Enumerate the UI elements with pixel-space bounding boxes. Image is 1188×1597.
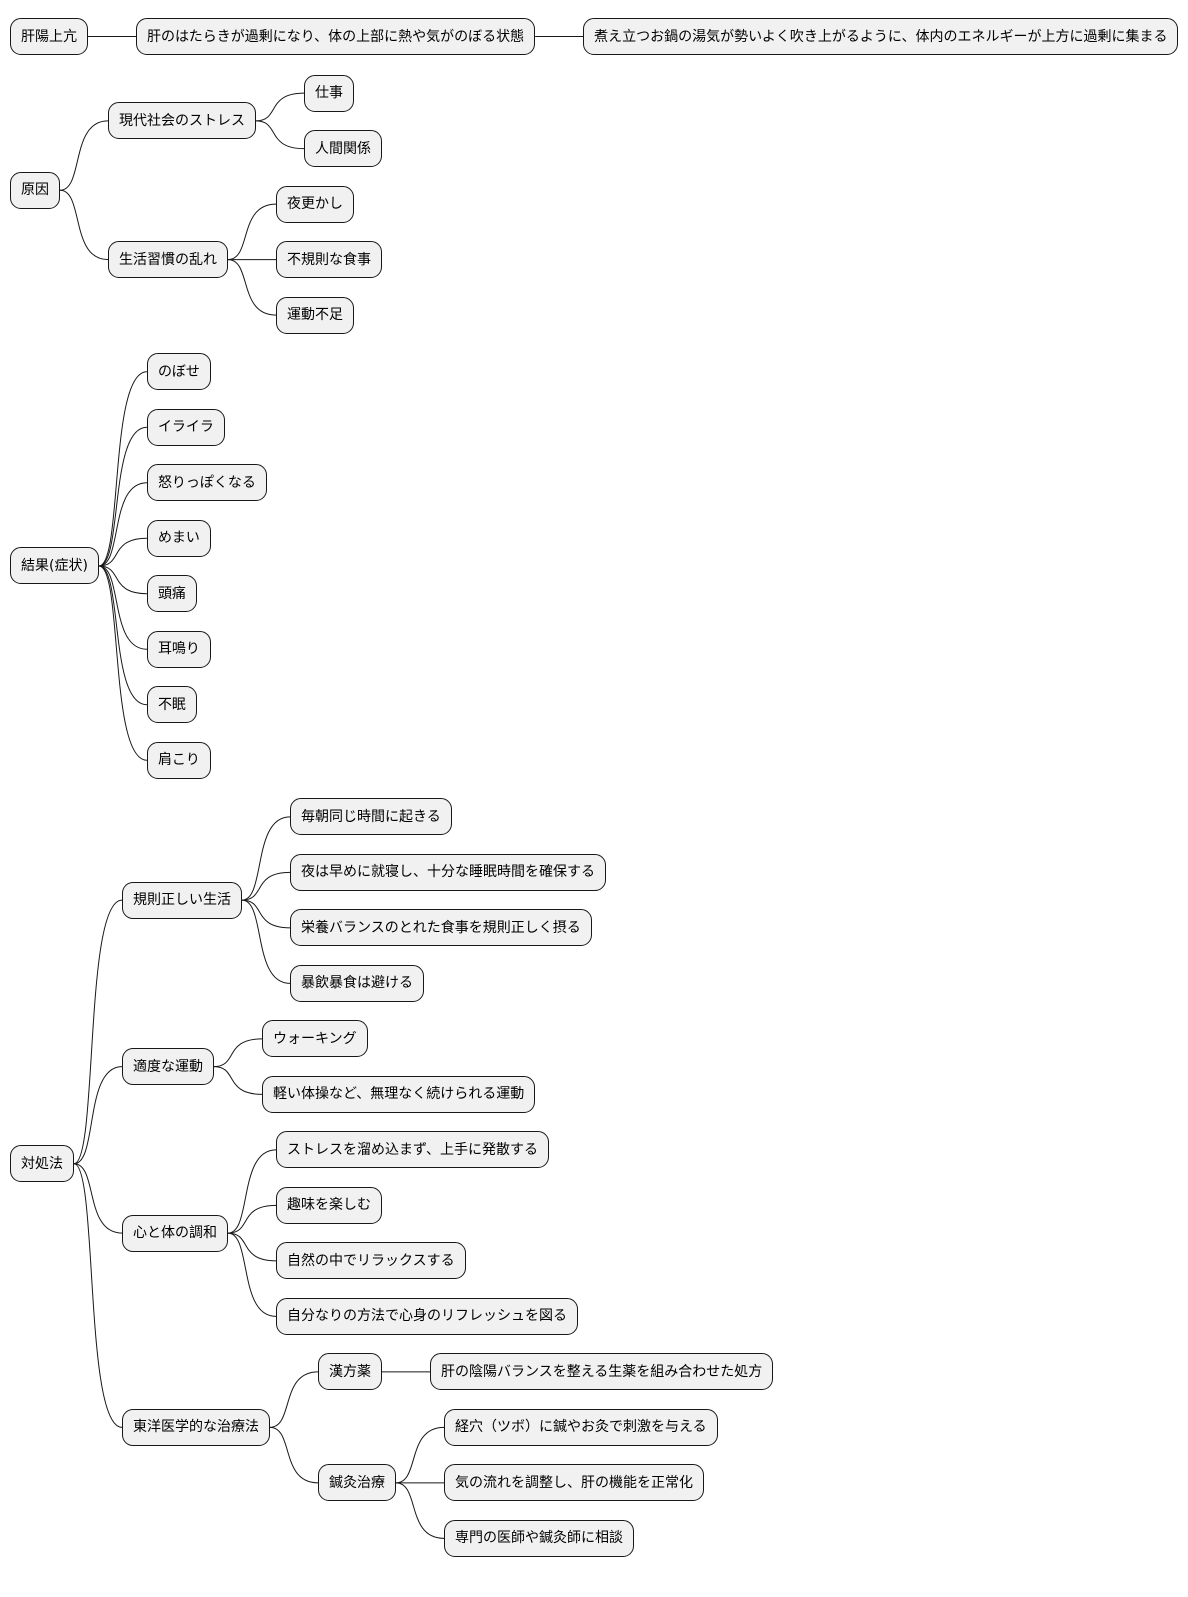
connector-line [241,899,291,984]
mindmap-node: のぼせ [146,353,211,391]
connector-line [98,537,147,567]
connector-line [241,899,291,929]
mindmap-node: ストレスを溜め込まず、上手に発散する [276,1131,550,1169]
mindmap-node: 肝の陰陽バランスを整える生薬を組み合わせた処方 [430,1353,774,1391]
mindmap-node: 仕事 [304,74,354,112]
mindmap-node: 夜は早めに就寝し、十分な睡眠時間を確保する [290,853,606,891]
connector-line [255,120,305,150]
connector-line [227,203,277,261]
mindmap-node: 鍼灸治療 [318,1464,396,1502]
connector-line [395,1482,445,1539]
mindmap-node: 東洋医学的な治療法 [122,1408,270,1446]
connector-line [227,1149,277,1234]
mindmap-node: 生活習慣の乱れ [108,241,228,279]
connector-line [59,189,109,261]
mindmap-node: 肝のはたらきが過剰になり、体の上部に熱や気がのぼる状態 [136,18,536,55]
mindmap-node: 心と体の調和 [122,1214,228,1252]
connector-line [98,426,147,567]
mindmap-node: 煮え立つお鍋の湯気が勢いよく吹き上がるように、体内のエネルギーが上方に過剰に集ま… [583,18,1179,55]
connector-line [255,92,305,122]
mindmap-node: 栄養バランスのとれた食事を規則正しく摂る [290,909,592,947]
connector-line [227,1204,277,1234]
mindmap-node: 自分なりの方法で心身のリフレッシュを図る [276,1297,578,1335]
mindmap-node: 毎朝同じ時間に起きる [290,798,452,836]
connector-line [269,1426,319,1484]
connector-line [395,1426,445,1484]
connector-line [227,1232,277,1262]
mindmap-node: 頭痛 [146,575,197,613]
mindmap-root-node: 原因 [10,171,60,209]
mindmap-node: 肩こり [146,741,211,779]
connector-line [98,565,147,650]
connector-line [269,1371,319,1428]
mindmap-node: 耳鳴り [146,630,211,668]
mindmap-node: イライラ [146,408,225,446]
connector-line [59,120,109,191]
mindmap-root-node: 結果(症状) [10,547,99,585]
mindmap-node: めまい [146,519,211,557]
mindmap-node: 不眠 [146,686,197,724]
mindmap-node: 運動不足 [276,296,354,334]
connector-line [227,1232,277,1317]
mindmap-node: 専門の医師や鍼灸師に相談 [444,1519,634,1557]
mindmap-node: 規則正しい生活 [122,881,242,919]
connector-line [98,565,147,595]
connector-line [73,1163,123,1234]
mindmap-node: 怒りっぽくなる [146,464,267,502]
connector-line [227,259,277,316]
connector-line [73,899,123,1165]
mindmap-node: 自然の中でリラックスする [276,1242,466,1280]
mindmap-root-node: 対処法 [10,1145,74,1183]
connector-line [98,565,147,761]
connector-line [98,482,147,567]
mindmap-node: 趣味を楽しむ [276,1186,382,1224]
connector-line [73,1066,123,1165]
connector-line [98,371,147,567]
mindmap-node: 夜更かし [276,185,354,223]
mindmap-node: ウォーキング [262,1020,368,1058]
connector-line [241,871,291,901]
mindmap-node: 現代社会のストレス [108,102,256,140]
mindmap-node: 人間関係 [304,130,382,168]
connector-line [213,1066,263,1095]
mindmap-node: 軽い体操など、無理なく続けられる運動 [262,1075,536,1113]
connector-line [241,816,291,901]
mindmap-node: 適度な運動 [122,1048,214,1086]
mindmap-node: 不規則な食事 [276,241,382,279]
connector-line [73,1163,123,1428]
mindmap-root-node: 肝陽上亢 [10,18,88,55]
mindmap-node: 漢方薬 [318,1353,382,1391]
connector-line [213,1038,263,1068]
connector-line [98,565,147,706]
mindmap-node: 暴飲暴食は避ける [290,964,424,1002]
mindmap-node: 気の流れを調整し、肝の機能を正常化 [444,1464,704,1502]
mindmap-node: 経穴（ツボ）に鍼やお灸で刺激を与える [444,1408,718,1446]
